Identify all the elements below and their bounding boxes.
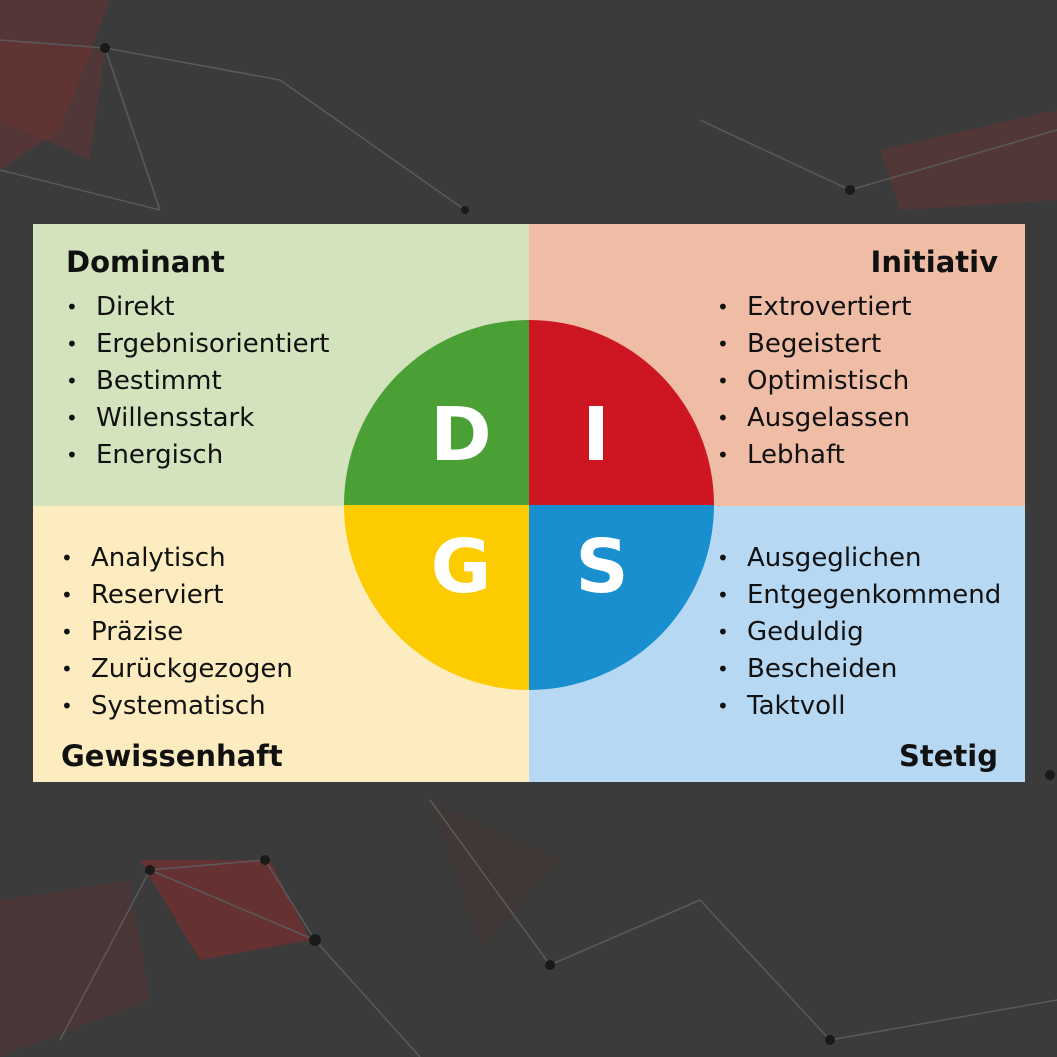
list-item: Präzise <box>61 614 293 651</box>
disc-circle: D I G S <box>344 320 714 690</box>
letter-g: G <box>431 524 492 610</box>
list-item: Willensstark <box>66 400 330 437</box>
list-item: Lebhaft <box>717 437 911 474</box>
quadrant-title-gewissenhaft: Gewissenhaft <box>61 739 283 773</box>
quadrant-stetig: Ausgeglichen Entgegenkommend Geduldig Be… <box>529 506 1025 782</box>
trait-list-stetig: Ausgeglichen Entgegenkommend Geduldig Be… <box>717 540 1001 725</box>
list-item: Bestimmt <box>66 363 330 400</box>
list-item: Zurückgezogen <box>61 651 293 688</box>
list-item: Geduldig <box>717 614 1001 651</box>
list-item: Bescheiden <box>717 651 1001 688</box>
disc-model-panel: Dominant Direkt Ergebnisorientiert Besti… <box>33 224 1025 782</box>
trait-list-dominant: Direkt Ergebnisorientiert Bestimmt Wille… <box>66 289 330 474</box>
list-item: Ausgelassen <box>717 400 911 437</box>
quadrant-title-initiativ: Initiativ <box>870 245 998 279</box>
letter-d: D <box>430 392 491 478</box>
segment-s <box>529 505 714 690</box>
list-item: Ausgeglichen <box>717 540 1001 577</box>
list-item: Begeistert <box>717 326 911 363</box>
segment-g <box>344 505 529 690</box>
list-item: Extrovertiert <box>717 289 911 326</box>
list-item: Reserviert <box>61 577 293 614</box>
list-item: Taktvoll <box>717 688 1001 725</box>
segment-i <box>529 320 714 505</box>
list-item: Energisch <box>66 437 330 474</box>
trait-list-gewissenhaft: Analytisch Reserviert Präzise Zurückgezo… <box>61 540 293 725</box>
trait-list-initiativ: Extrovertiert Begeistert Optimistisch Au… <box>717 289 911 474</box>
letter-i: I <box>582 392 610 478</box>
list-item: Ergebnisorientiert <box>66 326 330 363</box>
list-item: Direkt <box>66 289 330 326</box>
list-item: Optimistisch <box>717 363 911 400</box>
list-item: Entgegenkommend <box>717 577 1001 614</box>
quadrant-title-dominant: Dominant <box>66 245 225 279</box>
list-item: Systematisch <box>61 688 293 725</box>
segment-d <box>344 320 529 505</box>
list-item: Analytisch <box>61 540 293 577</box>
letter-s: S <box>575 524 628 610</box>
quadrant-title-stetig: Stetig <box>899 739 998 773</box>
